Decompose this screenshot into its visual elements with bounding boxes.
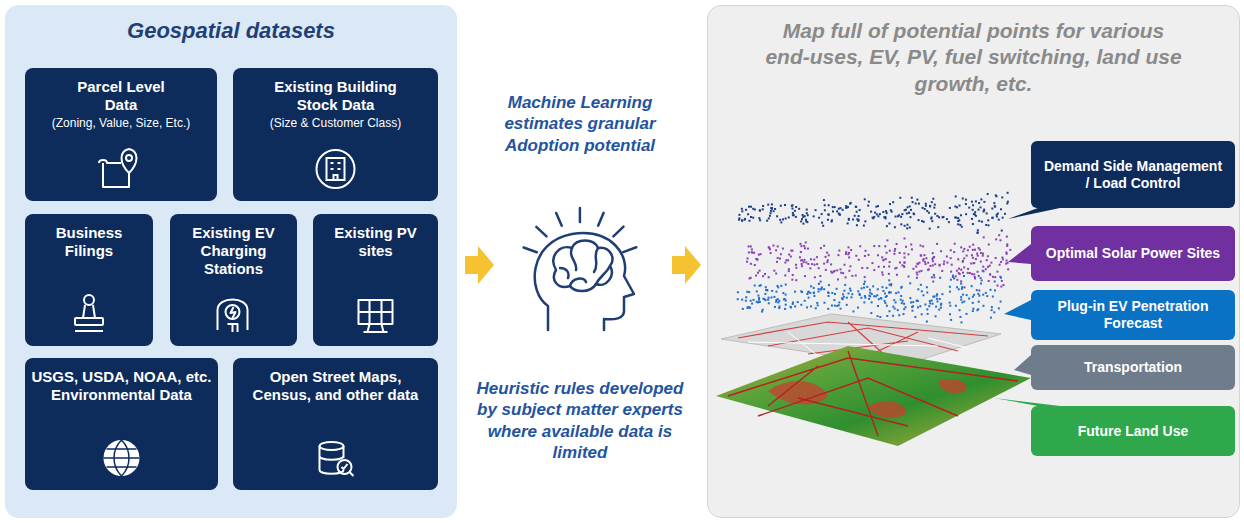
layer-callout: Demand Side Management / Load Control [1031,141,1235,208]
panel-title: Map full of potential points for various… [708,6,1239,97]
box-label: Existing Building Stock Data [233,68,438,114]
dataset-icon [99,149,137,187]
process-note: Heuristic rules developed by subject mat… [472,378,688,463]
dataset-box: Business Filings [25,214,153,346]
flow-arrow [465,246,494,284]
map-panel: Map full of potential points for various… [707,5,1240,518]
dataset-icon [359,300,393,332]
brain-icon [524,208,637,330]
dataset-icon [317,150,355,188]
dataset-icon [75,295,103,331]
box-label: Existing PV sites [313,214,438,260]
dataset-box: Open Street Maps, Census, and other data [233,358,438,490]
process-note: Machine Learning estimates granular Adop… [475,92,685,156]
layer-callout: Optimal Solar Power Sites [1031,226,1235,281]
box-label: Open Street Maps, Census, and other data [233,358,438,404]
box-label: Parcel Level Data [25,68,217,114]
layer-label: Demand Side Management / Load Control [1041,158,1225,192]
flow-arrow [672,246,701,284]
layer-label: Transportation [1041,359,1225,376]
dataset-box: Existing EV Charging Stations [170,214,297,346]
box-label: Existing EV Charging Stations [170,214,297,278]
layer-callout: Transportation [1031,345,1235,390]
box-sublabel: (Zoning, Value, Size, Etc.) [25,114,217,130]
dataset-icon [320,442,354,476]
dataset-box: USGS, USDA, NOAA, etc. Environmental Dat… [25,358,218,490]
layer-label: Optimal Solar Power Sites [1041,245,1225,262]
dataset-icon [218,300,248,333]
dataset-box: Existing Building Stock Data(Size & Cust… [233,68,438,201]
panel-title: Geospatial datasets [5,5,457,45]
layer-callout: Future Land Use [1031,406,1235,456]
box-label: USGS, USDA, NOAA, etc. Environmental Dat… [25,358,218,404]
layer-label: Future Land Use [1041,423,1225,440]
box-label: Business Filings [25,214,153,260]
dataset-panel: Geospatial datasetsParcel Level Data(Zon… [5,5,457,518]
box-sublabel: (Size & Customer Class) [233,114,438,130]
layer-label: Plug-in EV Penetration Forecast [1041,298,1225,332]
dataset-icon [104,440,140,476]
layer-callout: Plug-in EV Penetration Forecast [1031,290,1235,340]
dataset-box: Parcel Level Data(Zoning, Value, Size, E… [25,68,217,201]
map-illustration [716,192,1060,446]
dataset-box: Existing PV sites [313,214,438,346]
